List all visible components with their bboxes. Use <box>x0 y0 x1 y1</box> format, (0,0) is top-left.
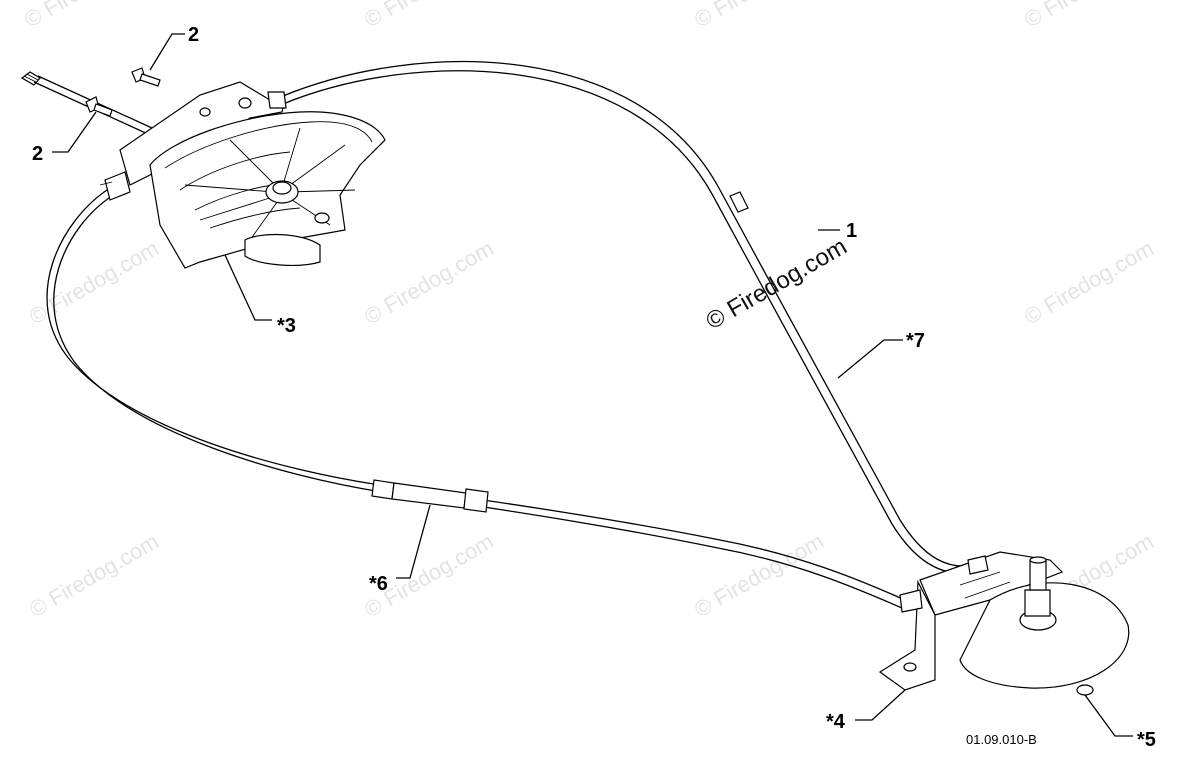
callout-4: *4 <box>826 711 846 733</box>
watermark: © Firedog.com <box>360 0 498 32</box>
watermark: © Firedog.com <box>1020 235 1158 329</box>
watermark: © Firedog.com <box>20 0 158 32</box>
leader-lines <box>52 33 1133 737</box>
screw-lower <box>85 96 113 117</box>
callout-labels: 2 2 1 *3 *7 *6 *4 *5 <box>32 24 1156 751</box>
callout-5: *5 <box>1137 729 1156 751</box>
watermark: © Firedog.com <box>25 235 163 329</box>
drawing-code: 01.09.010-B <box>966 732 1037 747</box>
upper-control-assembly <box>99 81 386 269</box>
cable-upper <box>282 60 979 575</box>
watermark: © Firedog.com <box>25 528 163 622</box>
watermark: © Firedog.com <box>690 0 828 32</box>
callout-6: *6 <box>369 573 388 595</box>
watermark: © Firedog.com <box>360 235 498 329</box>
watermark: © Firedog.com <box>1020 0 1158 32</box>
watermark: © Firedog.com <box>690 528 828 622</box>
callout-2-lower: 2 <box>32 143 43 165</box>
cable-lower <box>46 187 906 609</box>
screw-upper <box>131 67 161 87</box>
watermark-layer: © Firedog.com © Firedog.com © Firedog.co… <box>20 0 1158 622</box>
callout-3: *3 <box>277 315 296 337</box>
watermark-main: © Firedog.com <box>702 233 852 335</box>
callout-7: *7 <box>906 330 925 352</box>
callout-1: 1 <box>846 220 857 242</box>
lower-bracket-assembly <box>878 551 1130 696</box>
callout-2-upper: 2 <box>188 24 199 46</box>
